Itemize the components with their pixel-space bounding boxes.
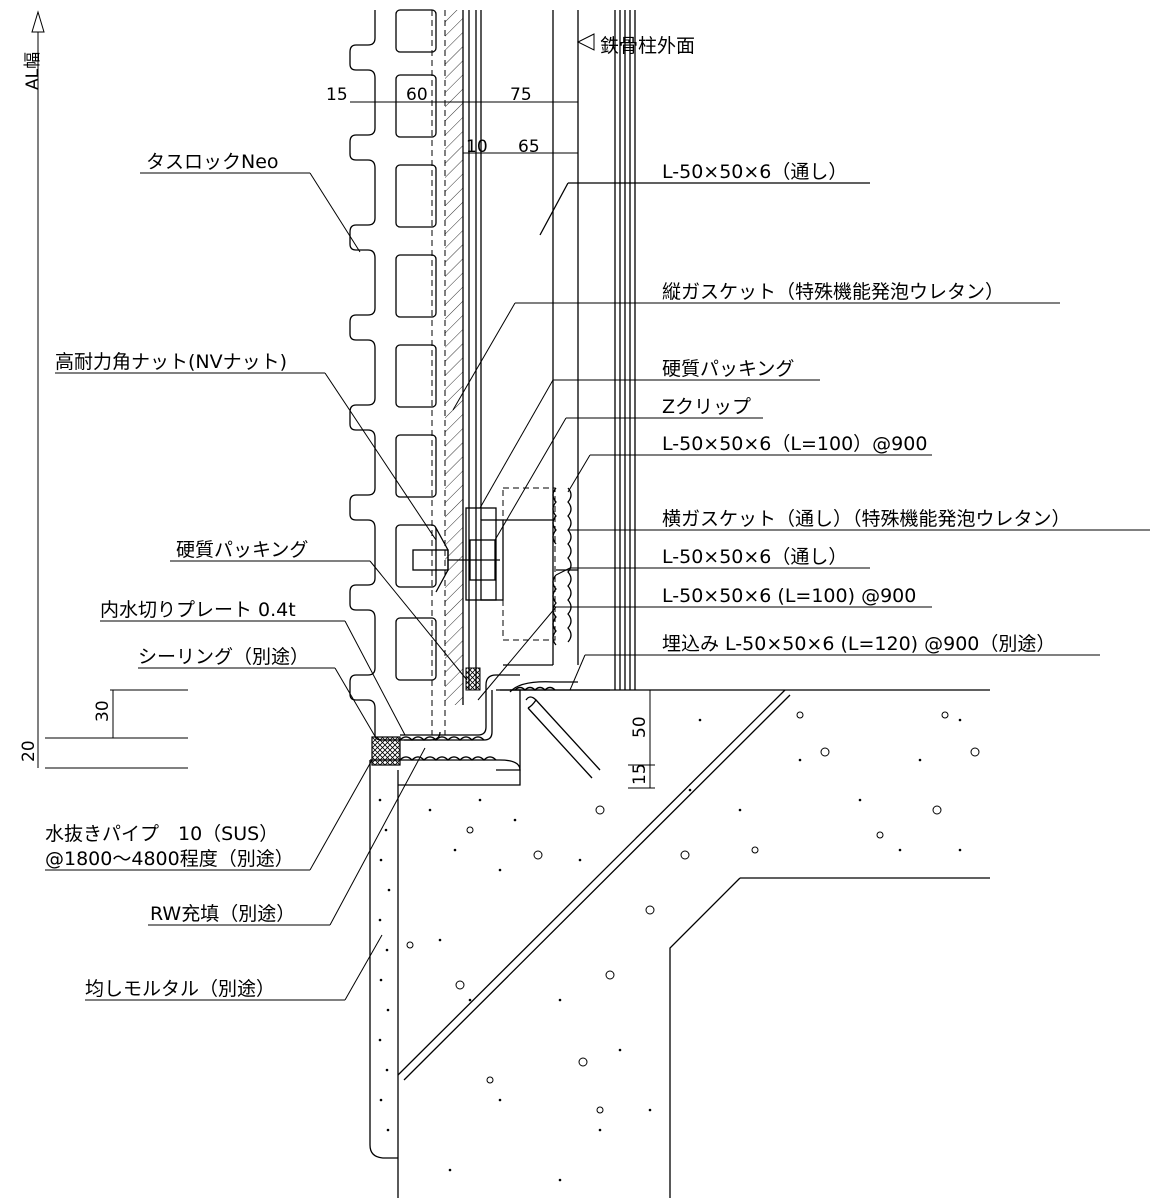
inner-flashing-plate-label: 内水切りプレート 0.4t [100, 599, 296, 621]
leveling-mortar-label: 均しモルタル（別途） [85, 978, 275, 1000]
angle-l100-bottom-label: L-50×50×6 (L=100) @900 [662, 585, 916, 607]
steel-column-face-label: 鉄骨柱外面 [600, 35, 695, 57]
hard-packing-left-label: 硬質パッキング [176, 539, 308, 561]
z-clip-label: Zクリップ [662, 396, 751, 418]
angle-continuous-top-label: L-50×50×6（通し） [662, 161, 847, 183]
rw-filling-label: RW充填（別途） [150, 903, 295, 925]
dim-20: 20 [19, 740, 39, 762]
dim-15b: 15 [630, 763, 650, 785]
steel-column-lines [552, 10, 636, 690]
annotation-labels: 鉄骨柱外面 タスロックNeo L-50×50×6（通し） 縦ガスケット（特殊機能… [45, 35, 1071, 1000]
aggregate-circles [406, 711, 980, 1114]
leader-lines [45, 172, 1150, 1001]
vertical-gasket-label: 縦ガスケット（特殊機能発泡ウレタン） [662, 281, 1004, 303]
dim-30: 30 [93, 700, 113, 722]
al-width-dimension: AL幅 [23, 10, 45, 768]
hex-nut-label: 高耐力角ナット(NVナット) [55, 351, 287, 373]
angle-continuous-top [539, 182, 870, 236]
concrete-slab [369, 689, 990, 1198]
al-width-label: AL幅 [23, 52, 43, 90]
top-dimensions: 15 60 75 10 65 [326, 85, 578, 157]
hard-packing-right-label: 硬質パッキング [662, 358, 794, 380]
dim-50: 50 [630, 716, 650, 738]
height-dimensions-right: 50 15 [628, 690, 655, 789]
horizontal-gasket-label: 横ガスケット（通し）（特殊機能発泡ウレタン） [662, 508, 1071, 530]
angle-l100-top-label: L-50×50×6（L=100）@900 [662, 433, 927, 455]
embedded-angle-label: 埋込み L-50×50×6 (L=120) @900（別途） [662, 633, 1055, 655]
height-dimensions-left: 30 20 [19, 689, 188, 769]
aggregate-dots [378, 718, 962, 1182]
dim-15: 15 [326, 85, 348, 105]
drain-pipe-label-line2: @1800～4800程度（別途） [45, 848, 294, 870]
tasrock-neo-label: タスロックNeo [146, 151, 279, 173]
tasrock-neo-panel [349, 9, 482, 741]
dim-60: 60 [406, 85, 428, 105]
sealing-label: シーリング（別途） [138, 646, 309, 668]
bolt-assembly [400, 487, 610, 779]
angle-continuous-mid-label: L-50×50×6（通し） [662, 546, 847, 568]
drain-pipe-label-line1: 水抜きパイプ 10（SUS） [45, 823, 278, 845]
dim-10: 10 [466, 137, 488, 157]
dim-65: 65 [518, 137, 540, 157]
dim-75: 75 [510, 85, 532, 105]
